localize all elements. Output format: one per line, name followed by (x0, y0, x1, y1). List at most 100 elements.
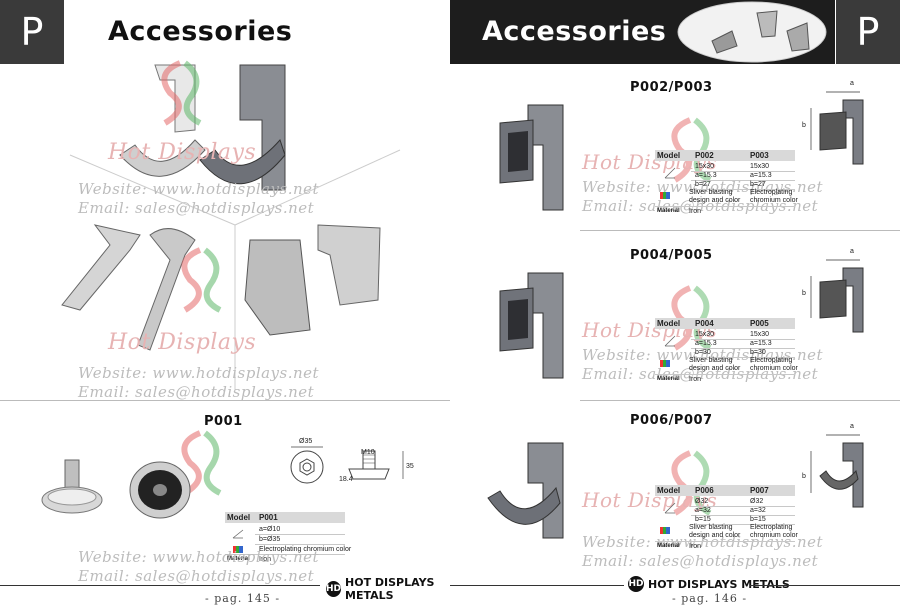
watermark-email: Email: sales@hotdisplays.net (78, 567, 315, 585)
diagram-label-base: 18.4 (339, 476, 353, 483)
spec-value: Ø32 (695, 498, 709, 505)
left-page: P Accessories Hot Displays Website: www.… (0, 0, 450, 605)
spec-finish-b: Electroplating chromium color (750, 357, 798, 372)
spec-model-label: Model (657, 151, 681, 160)
hd-logo-icon: HD (628, 576, 644, 592)
spec-value: 15x30 (750, 163, 770, 170)
spec-value: b=30 (750, 349, 766, 356)
spec-finish-a: Sliver blasting design and color (689, 524, 741, 539)
spec-model-label: Model (657, 319, 681, 328)
footer-brand: HOT DISPLAYS METALS (648, 577, 790, 591)
section-tab: P (0, 0, 64, 64)
page-title: Accessories (482, 16, 667, 47)
product-title: P001 (204, 414, 243, 429)
bracket-dimension-drawing (810, 434, 864, 508)
footer-rule (450, 585, 624, 586)
dimension-a-label: a (850, 423, 854, 430)
spec-material-value: Iron (689, 376, 702, 383)
footer-rule (0, 585, 320, 586)
spec-finish-a: Sliver blasting design and color (689, 357, 741, 372)
section-tab: P (836, 0, 900, 64)
spec-header-row (655, 318, 795, 329)
header-product-oval (677, 1, 827, 63)
dimension-icon (232, 529, 244, 539)
spec-b: b=Ø35 (259, 536, 281, 543)
spec-value: a=15.3 (695, 172, 717, 179)
dimension-icon (664, 167, 676, 179)
spec-model-p001: P001 (259, 513, 278, 522)
footer-brand: HOT DISPLAYS METALS (345, 576, 435, 602)
spec-model-a: P002 (695, 151, 714, 160)
spec-value: a=32 (695, 507, 711, 514)
product-title: P006/P007 (630, 413, 713, 428)
watermark-website: Website: www.hotdisplays.net (582, 346, 824, 364)
diagram-label-height: 35 (406, 463, 414, 470)
spec-value: 15x30 (750, 331, 770, 338)
bracket-photo (487, 442, 564, 539)
spec-value: a=32 (750, 507, 766, 514)
spec-model-a: P006 (695, 486, 714, 495)
color-swatch-icon (660, 527, 670, 534)
spec-material-value: Iron (689, 208, 702, 215)
watermark-website: Website: www.hotdisplays.net (78, 364, 320, 382)
section-divider (0, 400, 450, 401)
bracket-photo (499, 272, 564, 379)
page-number: - pag. 146 - (672, 592, 748, 605)
spec-value: b=15 (750, 516, 766, 523)
accessories-photo-collage (61, 64, 401, 390)
watermark-website: Website: www.hotdisplays.net (78, 548, 320, 566)
section-divider (580, 400, 900, 401)
spec-finish: Electroplating chromium color (259, 546, 352, 553)
watermark-email: Email: sales@hotdisplays.net (582, 552, 819, 570)
spec-model-label: Model (227, 513, 251, 522)
bracket-photo (499, 104, 564, 211)
spec-finish-a: Sliver blasting design and color (689, 189, 741, 204)
color-swatch-icon (660, 360, 670, 367)
watermark-website: Website: www.hotdisplays.net (582, 533, 824, 551)
spec-model-b: P003 (750, 151, 769, 160)
spec-finish-b: Electroplating chromium color (750, 189, 798, 204)
leveling-foot-diagram (290, 446, 404, 484)
spec-model-b: P007 (750, 486, 769, 495)
spec-value: b=27 (695, 181, 711, 188)
page-number: - pag. 145 - (205, 592, 281, 605)
bracket-dimension-drawing (810, 91, 864, 165)
spec-material-label: Material (657, 376, 680, 382)
spec-value: a=15.3 (750, 340, 772, 347)
spec-material-label: Material (657, 208, 680, 214)
spec-value: 15x30 (695, 331, 715, 338)
spec-value: Ø32 (750, 498, 764, 505)
spec-header-row (655, 150, 795, 161)
spec-model-label: Model (657, 486, 681, 495)
spec-table-p001: Model P001 a=Ø10 b=Ø35 Electroplating ch… (225, 512, 351, 563)
dimension-icon (664, 502, 676, 514)
diagram-label-diameter: Ø35 (299, 438, 313, 445)
spec-value: b=15 (695, 516, 711, 523)
spec-a: a=Ø10 (259, 526, 281, 533)
spec-model-a: P004 (695, 319, 714, 328)
hot-displays-logo-watermark (181, 247, 222, 313)
bracket-dimension-drawing (810, 259, 864, 333)
spec-finish-b: Electroplating chromium color (750, 524, 798, 539)
watermark-website: Website: www.hotdisplays.net (78, 180, 320, 198)
footer-logo: HD HOT DISPLAYS METALS (326, 576, 450, 602)
watermark-brand: Hot Displays (108, 330, 257, 355)
dimension-icon (664, 335, 676, 347)
dimension-b-label: b (802, 473, 806, 480)
spec-value: b=30 (695, 349, 711, 356)
spec-header-row (655, 485, 795, 496)
diagram-label-thread: M10 (361, 449, 375, 456)
footer-logo: HD HOT DISPLAYS METALS (628, 576, 790, 592)
watermark-website: Website: www.hotdisplays.net (582, 178, 824, 196)
dimension-b-label: b (802, 290, 806, 297)
leveling-foot-photo (41, 459, 191, 519)
watermark-email: Email: sales@hotdisplays.net (78, 199, 315, 217)
hd-logo-icon: HD (326, 581, 342, 597)
spec-header-row (225, 512, 345, 523)
dimension-a-label: a (850, 248, 854, 255)
